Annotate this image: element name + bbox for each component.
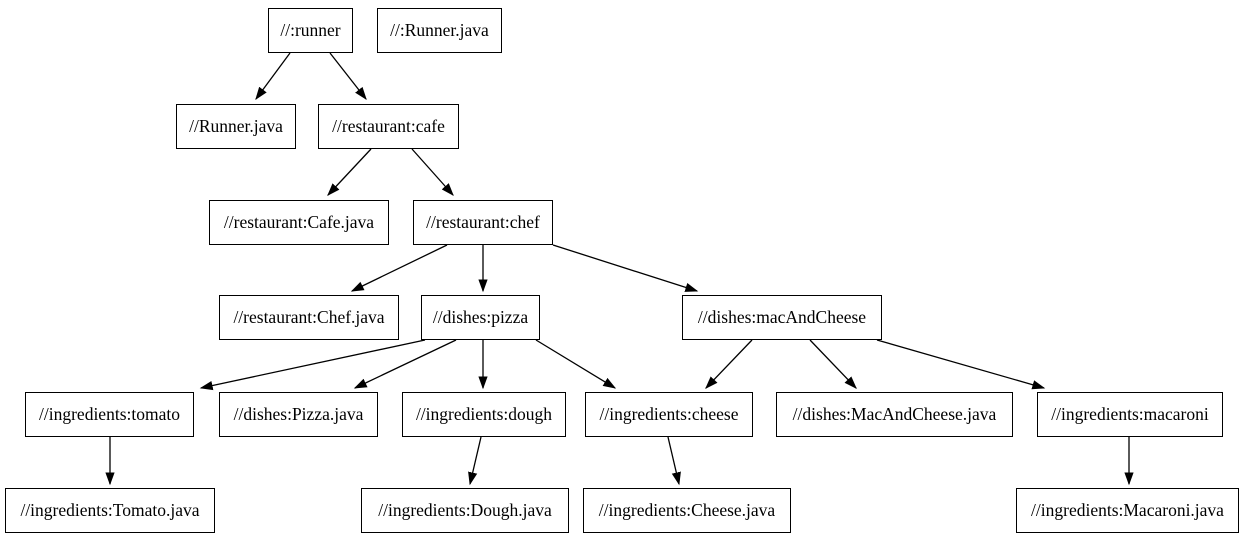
node-tomato: //ingredients:tomato bbox=[25, 392, 194, 437]
node-tomato-java: //ingredients:Tomato.java bbox=[5, 488, 215, 533]
node-pizza-java: //dishes:Pizza.java bbox=[219, 392, 378, 437]
node-runner-java: //Runner.java bbox=[176, 104, 296, 149]
edge-cheese-to-cheese-java bbox=[667, 436, 681, 486]
node-mac-and-cheese-java: //dishes:MacAndCheese.java bbox=[776, 392, 1013, 437]
node-dough: //ingredients:dough bbox=[402, 392, 566, 437]
node-cheese-java: //ingredients:Cheese.java bbox=[583, 488, 791, 533]
edge-chef-to-chef-java bbox=[350, 244, 448, 292]
node-dough-java: //ingredients:Dough.java bbox=[361, 488, 569, 533]
node-cheese: //ingredients:cheese bbox=[585, 392, 753, 437]
edge-pizza-to-pizza-java bbox=[353, 339, 457, 389]
node-mac-and-cheese: //dishes:macAndCheese bbox=[682, 295, 882, 340]
edge-mac-and-cheese-to-mac-and-cheese-java bbox=[809, 339, 857, 389]
edge-chef-to-mac-and-cheese bbox=[552, 244, 699, 292]
node-macaroni-java: //ingredients:Macaroni.java bbox=[1016, 488, 1239, 533]
edge-runner-to-cafe bbox=[329, 52, 367, 101]
node-runner-java-file: //:Runner.java bbox=[377, 8, 502, 53]
node-chef: //restaurant:chef bbox=[413, 200, 553, 245]
node-chef-java: //restaurant:Chef.java bbox=[219, 295, 399, 340]
node-macaroni: //ingredients:macaroni bbox=[1037, 392, 1223, 437]
edge-pizza-to-tomato bbox=[199, 339, 426, 391]
edge-mac-and-cheese-to-macaroni bbox=[876, 339, 1046, 390]
node-runner: //:runner bbox=[268, 8, 353, 53]
edge-dough-to-dough-java bbox=[468, 436, 482, 486]
node-cafe-java: //restaurant:Cafe.java bbox=[209, 200, 389, 245]
edge-cafe-to-cafe-java bbox=[327, 148, 372, 196]
node-cafe: //restaurant:cafe bbox=[318, 104, 459, 149]
node-pizza: //dishes:pizza bbox=[421, 295, 540, 340]
edge-mac-and-cheese-to-cheese bbox=[705, 339, 753, 389]
edge-cafe-to-chef bbox=[411, 148, 454, 196]
edge-runner-to-runner-java bbox=[255, 52, 291, 101]
edge-pizza-to-cheese bbox=[535, 339, 617, 389]
